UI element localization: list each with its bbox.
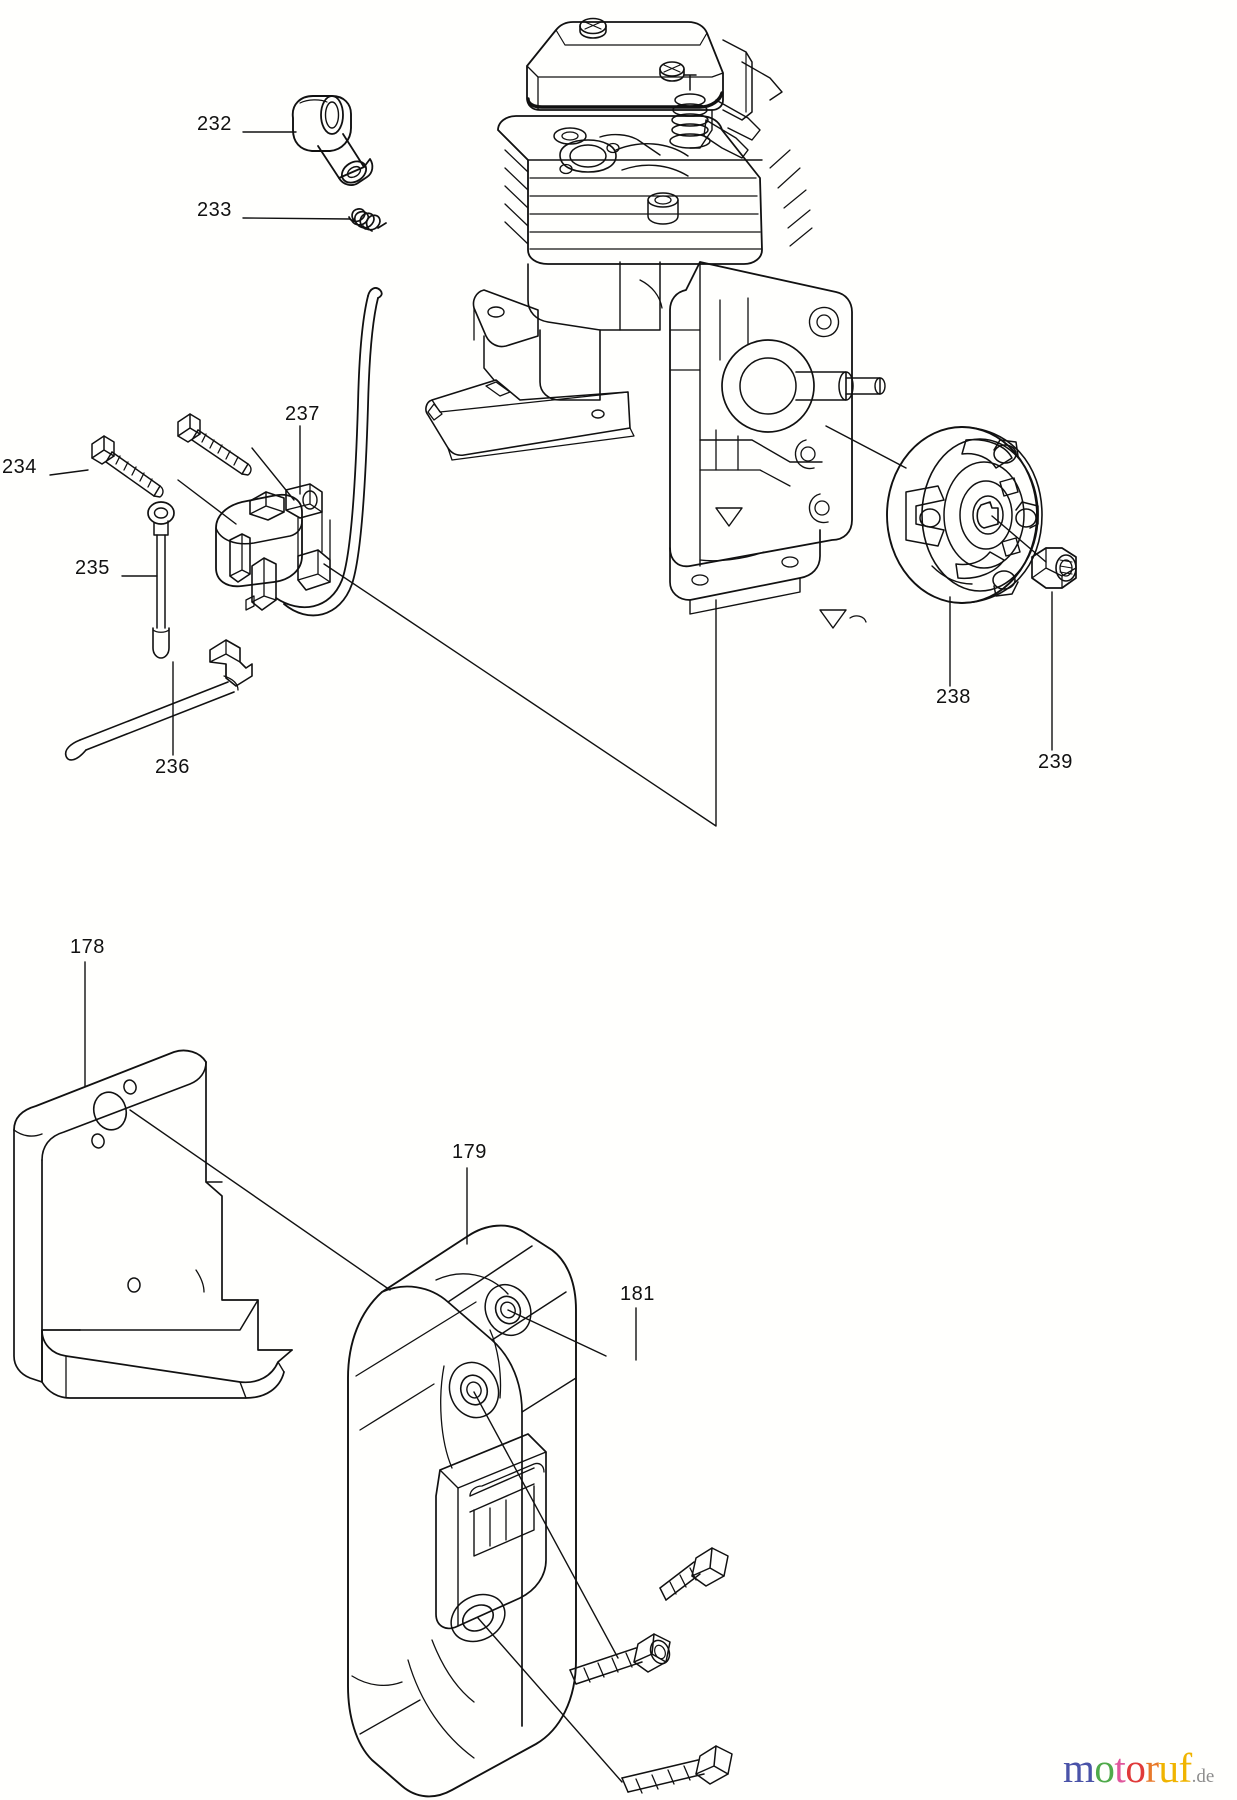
callout-label-237: 237	[285, 403, 320, 425]
heat-shield-plate-part	[13, 1049, 293, 1399]
control-rod-part	[147, 501, 175, 659]
engine-assembly	[425, 17, 886, 629]
callout-label-233: 233	[197, 199, 232, 221]
callout-label-239: 239	[1038, 751, 1073, 773]
clutch-rotor-part	[886, 426, 1043, 604]
watermark-letter: o	[1094, 1745, 1115, 1791]
callout-label-181: 181	[620, 1283, 655, 1305]
watermark-letter: o	[1125, 1745, 1146, 1791]
hex-bolt-parts	[91, 413, 252, 498]
callout-label-234: 234	[2, 456, 37, 478]
callout-label-178: 178	[70, 936, 105, 958]
watermark-letter: r	[1145, 1745, 1159, 1791]
watermark-tld: .de	[1191, 1766, 1215, 1787]
callout-label-232: 232	[197, 113, 232, 135]
watermark-letter: m	[1063, 1745, 1095, 1791]
callout-label-238: 238	[936, 686, 971, 708]
muffler-bolt-parts	[569, 1547, 733, 1794]
watermark-letter: u	[1158, 1745, 1179, 1791]
callout-label-179: 179	[452, 1141, 487, 1163]
ignition-coil-module-part	[215, 287, 383, 617]
flange-nut-part	[1031, 547, 1077, 589]
motoruf-watermark: motoruf.de	[1063, 1748, 1214, 1789]
coil-spring-part	[348, 208, 387, 232]
leader-lines	[49, 131, 1053, 1783]
watermark-letter: f	[1178, 1745, 1192, 1791]
callout-label-236: 236	[155, 756, 190, 778]
spark-plug-cap-part	[291, 95, 374, 186]
muffler-assembly-part	[347, 1224, 577, 1798]
stop-switch-lead-part	[64, 639, 253, 761]
callout-label-235: 235	[75, 557, 110, 579]
watermark-letter: t	[1114, 1745, 1126, 1791]
